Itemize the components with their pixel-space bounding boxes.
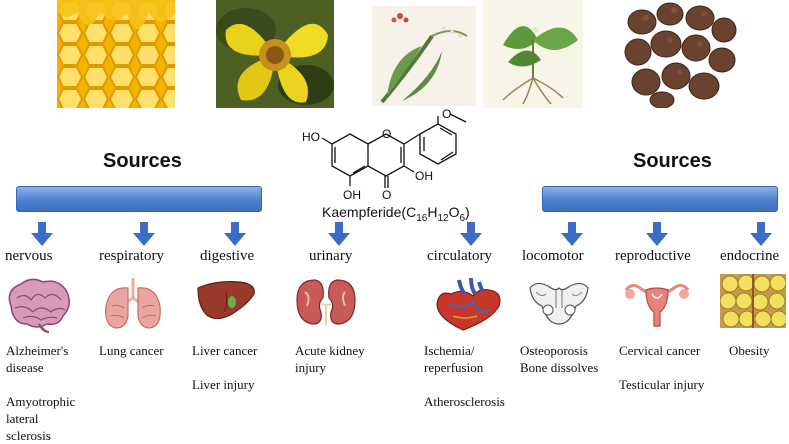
uterus-icon xyxy=(624,283,690,327)
kaempferide-structure: O O HO OH O OH xyxy=(302,108,467,202)
system-label-endocrine: endocrine xyxy=(720,248,780,264)
arrow-down-icon xyxy=(133,222,155,246)
diseases-circulatory: Ischemia/ reperfusion Atherosclerosis xyxy=(424,343,505,409)
herb-plant-illustration xyxy=(483,0,583,108)
kidney-icon xyxy=(296,279,356,326)
pelvis-icon xyxy=(529,282,589,325)
compound-name: Kaempferide(C16H12O6) xyxy=(322,204,470,224)
lungs-icon xyxy=(105,278,161,329)
system-label-reproductive: reproductive xyxy=(615,248,691,264)
yellow-flower-image xyxy=(216,0,334,108)
methoxy-oxygen-label: O xyxy=(442,108,451,121)
compound-name-text: Kaempferide xyxy=(322,204,402,220)
liver-icon xyxy=(197,281,255,320)
ring-oxygen-label: O xyxy=(382,127,391,141)
diseases-digestive: Liver cancer Liver injury xyxy=(192,343,258,392)
diseases-nervous: Alzheimer's disease Amyotrophic lateral … xyxy=(6,343,76,443)
diseases-endocrine: Obesity xyxy=(729,343,770,358)
left-sources-label: Sources xyxy=(103,150,182,172)
diseases-respiratory: Lung cancer xyxy=(99,343,164,358)
brain-icon xyxy=(8,278,70,333)
system-label-circulatory: circulatory xyxy=(427,248,492,264)
diseases-reproductive: Cervical cancer Testicular injury xyxy=(619,343,705,392)
diseases-urinary: Acute kidney injury xyxy=(295,343,365,375)
arrow-down-icon xyxy=(328,222,350,246)
arrow-down-icon xyxy=(646,222,668,246)
hydroxyl-bottom-label: OH xyxy=(343,188,361,202)
left-sources-bar xyxy=(16,186,262,212)
system-label-nervous: nervous xyxy=(5,248,53,264)
system-label-respiratory: respiratory xyxy=(99,248,164,264)
heart-icon xyxy=(436,277,501,331)
system-label-digestive: digestive xyxy=(200,248,255,264)
arrow-down-icon xyxy=(31,222,53,246)
formula-o: O xyxy=(448,204,460,220)
arrow-down-icon xyxy=(460,222,482,246)
arrow-down-icon xyxy=(224,222,246,246)
system-label-urinary: urinary xyxy=(309,248,353,264)
diseases-locomotor: Osteoporosis Bone dissolves xyxy=(520,343,599,375)
right-sources-bar xyxy=(542,186,778,212)
system-label-locomotor: locomotor xyxy=(522,248,584,264)
fat-cells-icon xyxy=(720,274,786,328)
hydroxyl-right-label: OH xyxy=(415,169,433,183)
honeycomb-image xyxy=(57,0,175,108)
arrow-down-icon xyxy=(561,222,583,246)
hydroxyl-left-label: HO xyxy=(302,130,320,144)
dried-fruits-image xyxy=(622,0,738,108)
formula-h: H xyxy=(427,204,438,220)
formula-c-count: 16 xyxy=(416,212,428,224)
formula-o-count: 6 xyxy=(459,212,466,224)
arrow-down-icon xyxy=(750,222,772,246)
right-sources-label: Sources xyxy=(633,150,712,172)
carbonyl-oxygen-label: O xyxy=(382,188,391,202)
formula-h-count: 12 xyxy=(437,212,449,224)
ginger-plant-illustration xyxy=(372,6,476,106)
formula-c: C xyxy=(406,204,417,220)
